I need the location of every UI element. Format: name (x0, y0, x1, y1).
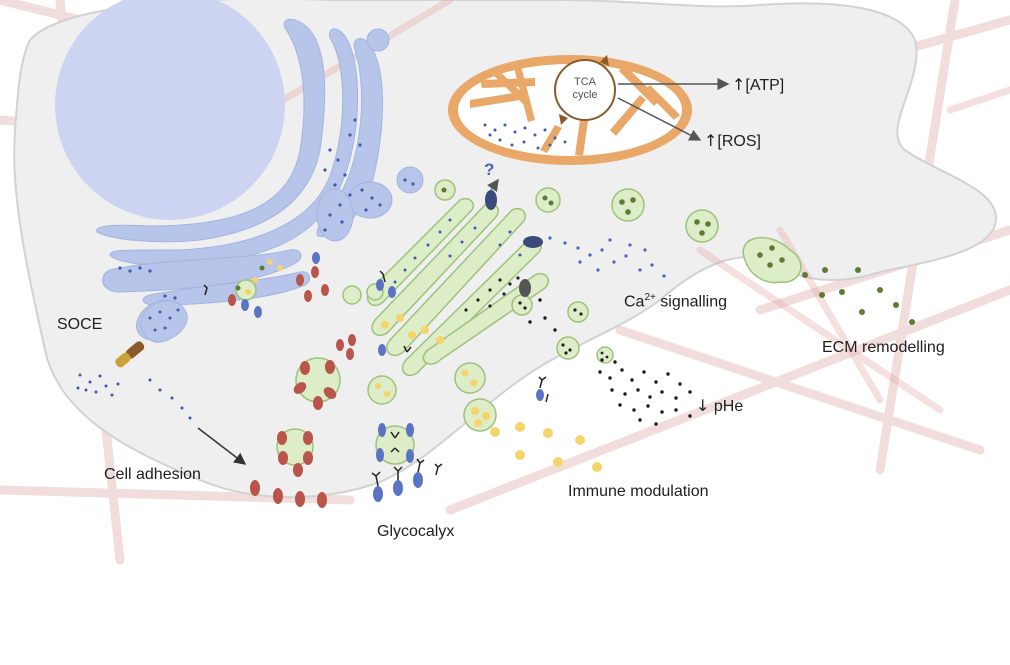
ca-signalling-label: Ca2+ signalling (624, 292, 727, 311)
glycoproteins (241, 252, 544, 502)
phe-label: ↓ pHe (696, 396, 743, 416)
adhesion-proteins (228, 266, 356, 508)
ros-label: ↑[ROS] (704, 131, 761, 151)
cell-adhesion-label: Cell adhesion (104, 466, 201, 483)
tca-line-1: TCA (574, 76, 596, 88)
down-arrow-icon: ↓ (696, 396, 710, 415)
soce-label: SOCE (57, 316, 103, 333)
atp-text: [ATP] (745, 77, 785, 94)
ecm-remodelling-label: ECM remodelling (822, 339, 945, 356)
phe-text: pHe (713, 398, 744, 415)
ca-signalling-dots (548, 236, 666, 278)
glycocalyx-label: Glycocalyx (377, 523, 455, 540)
mitochondrion (448, 55, 692, 165)
ca-superscript: 2+ (644, 292, 656, 303)
microvilli-dots (393, 218, 522, 284)
tca-cycle-label: TCA cycle (565, 76, 605, 102)
up-arrow-icon: ↑ (732, 75, 746, 94)
microvilli-black-dots (464, 276, 520, 312)
atp-label: ↑[ATP] (732, 75, 784, 95)
tca-line-2: cycle (572, 89, 598, 101)
channel-proteins (485, 178, 543, 297)
up-arrow-icon: ↑ (704, 131, 718, 150)
immune-particles (490, 422, 602, 472)
ros-arrow (617, 97, 702, 141)
ros-text: [ROS] (717, 133, 761, 150)
vesicle-contents-yellow (245, 259, 490, 427)
ca-suffix: signalling (655, 293, 728, 311)
microvilli-yellow (381, 314, 444, 344)
ca-prefix: Ca (624, 293, 645, 311)
cell-adhesion-arrow (197, 427, 247, 465)
vesicle-contents-green (235, 187, 915, 325)
soce-channel (76, 300, 192, 420)
proton-dots (528, 298, 692, 426)
glycan-branches (203, 270, 549, 487)
vesicle-contents-black (518, 301, 609, 359)
immune-modulation-label: Immune modulation (568, 483, 709, 500)
tca-cycle (554, 59, 616, 121)
nucleus (55, 0, 285, 220)
question-mark: ? (484, 160, 495, 179)
